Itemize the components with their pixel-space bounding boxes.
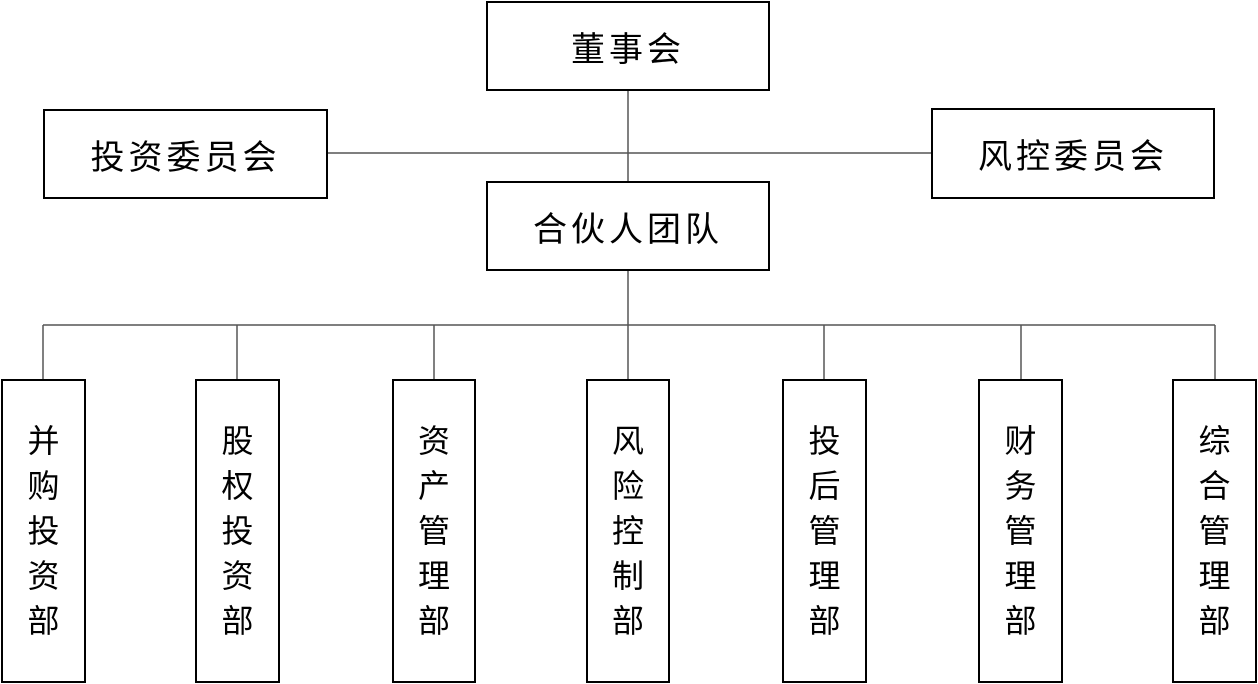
department-box-general-management: 综合管理部 — [1172, 379, 1257, 683]
board-label: 董事会 — [571, 29, 685, 70]
risk-committee-label: 风控委员会 — [978, 137, 1168, 177]
department-box-merger-investment: 并购投资部 — [1, 379, 86, 683]
department-label: 并购投资部 — [27, 421, 60, 640]
risk-committee-box: 风控委员会 — [931, 108, 1215, 199]
department-box-finance: 财务管理部 — [978, 379, 1063, 683]
department-label: 股权投资部 — [221, 421, 254, 640]
department-box-risk-control: 风险控制部 — [586, 379, 670, 683]
board-box: 董事会 — [486, 1, 770, 91]
partners-label: 合伙人团队 — [533, 209, 723, 250]
department-box-post-investment: 投后管理部 — [782, 379, 867, 683]
investment-committee-box: 投资委员会 — [43, 109, 328, 199]
department-box-asset-management: 资产管理部 — [392, 379, 476, 683]
department-label: 投后管理部 — [808, 421, 841, 640]
investment-committee-label: 投资委员会 — [90, 137, 281, 178]
department-box-equity-investment: 股权投资部 — [195, 379, 280, 683]
department-label: 财务管理部 — [1004, 421, 1037, 640]
department-label: 风险控制部 — [611, 421, 644, 640]
department-label: 资产管理部 — [417, 421, 450, 640]
department-label: 综合管理部 — [1198, 421, 1231, 640]
partners-box: 合伙人团队 — [486, 181, 770, 271]
